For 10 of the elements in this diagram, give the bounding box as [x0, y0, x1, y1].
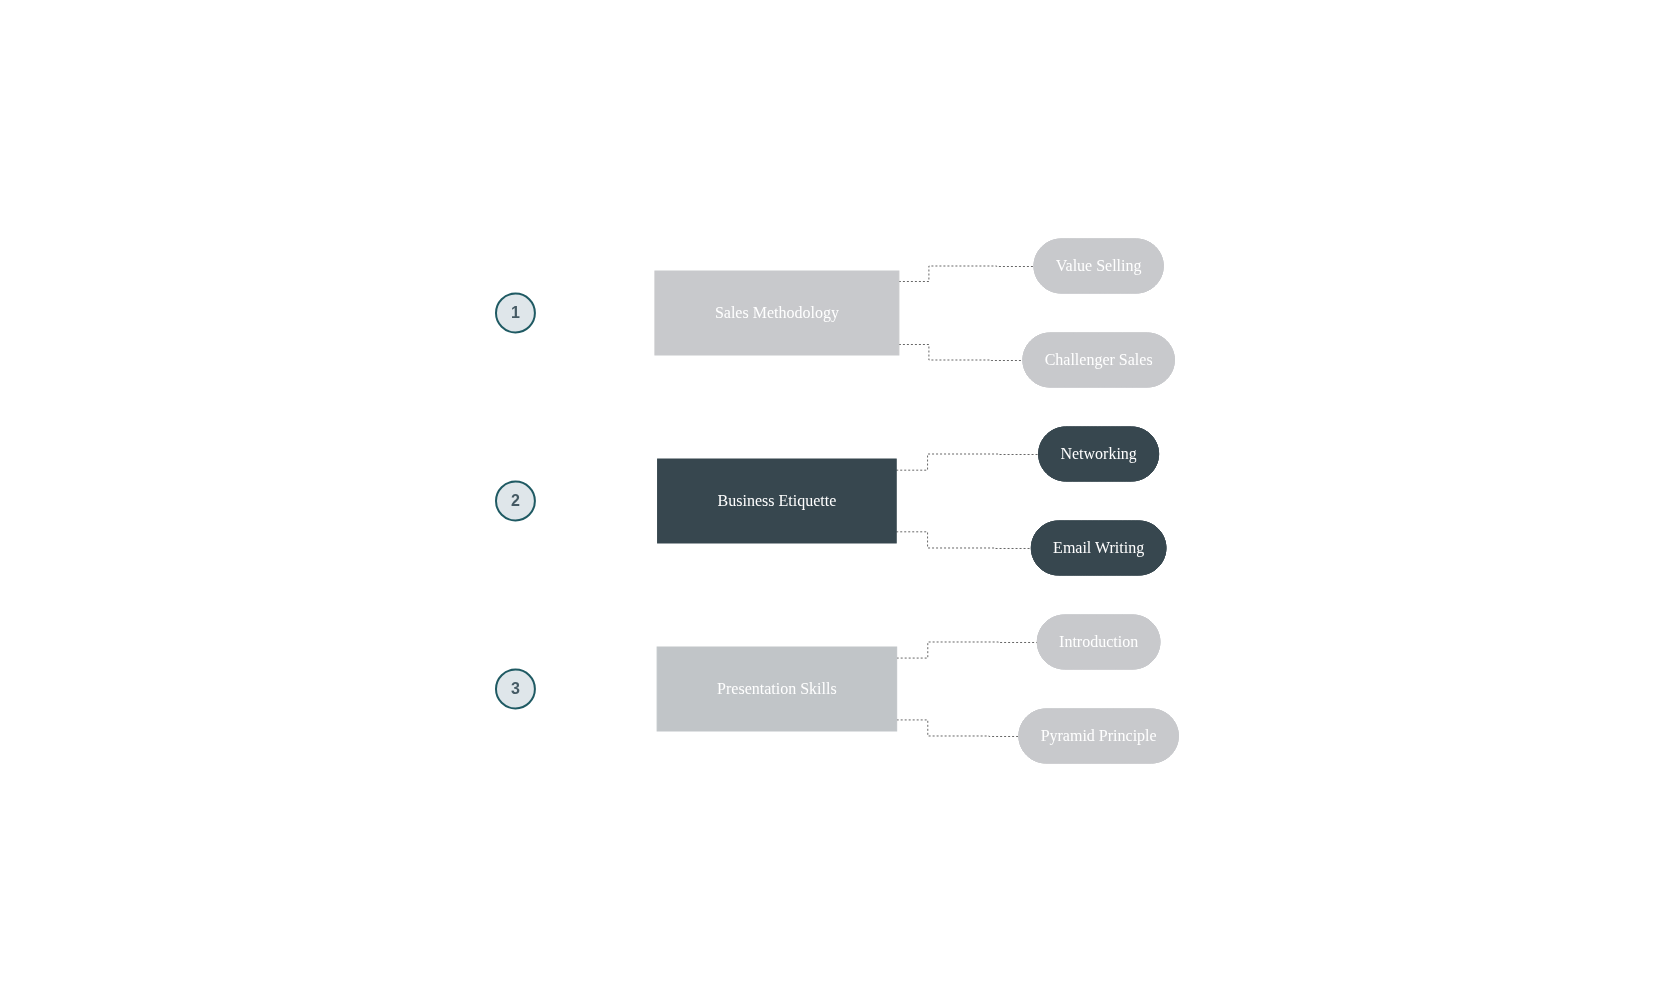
node-circle: 3 — [494, 668, 536, 710]
node-box: Business Etiquette — [656, 458, 897, 544]
node-circle: 2 — [494, 480, 536, 522]
connector — [896, 719, 1020, 737]
node-circle: 1 — [494, 292, 536, 334]
connector — [898, 344, 1024, 361]
connector — [895, 453, 1040, 471]
node-box: Presentation Skills — [656, 646, 897, 732]
connector — [895, 531, 1033, 549]
connector — [898, 265, 1035, 282]
